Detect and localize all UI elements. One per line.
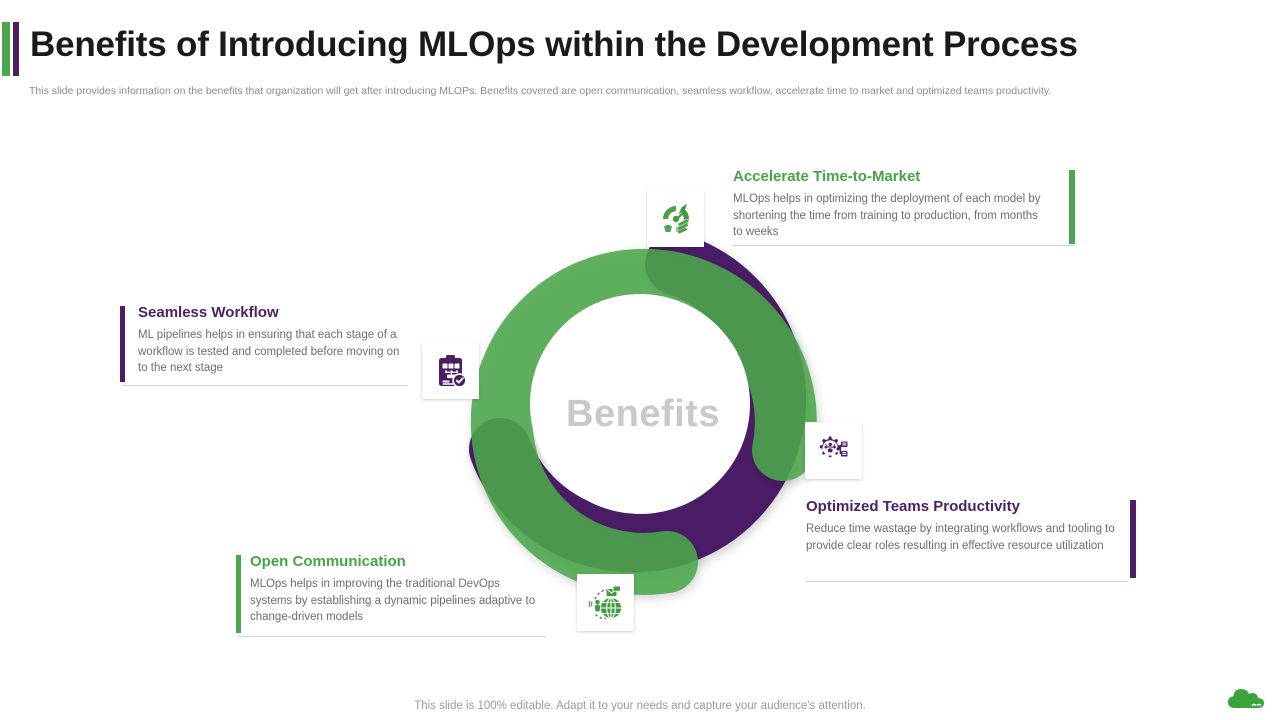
slide-subtitle: This slide provides information on the b… xyxy=(29,85,1052,97)
benefit-title-optimized: Optimized Teams Productivity xyxy=(806,498,1020,515)
footer-note: This slide is 100% editable. Adapt it to… xyxy=(414,700,866,712)
benefit-title-workflow: Seamless Workflow xyxy=(138,304,279,321)
title-accent-purple xyxy=(13,22,19,76)
divider-accelerate xyxy=(733,245,1075,246)
title-accent-bars xyxy=(2,22,19,76)
benefit-body-optimized: Reduce time wastage by integrating workf… xyxy=(806,523,1115,552)
benefit-body-accelerate: MLOps helps in optimizing the deployment… xyxy=(733,193,1041,238)
page-title: Benefits of Introducing MLOps within the… xyxy=(30,25,1078,64)
divider-workflow xyxy=(122,385,408,386)
accent-bar-open-communication xyxy=(236,555,241,633)
divider-optimized xyxy=(806,581,1128,582)
speedometer-rocket-icon xyxy=(647,190,704,247)
accent-bar-accelerate xyxy=(1069,170,1075,244)
title-accent-green xyxy=(2,22,10,76)
ring-inner-disc xyxy=(530,294,750,514)
accent-bar-optimized xyxy=(1130,500,1136,578)
benefit-body-workflow: ML pipelines helps in ensuring that each… xyxy=(138,329,400,374)
benefit-block-workflow[interactable]: Seamless Workflow ML pipelines helps in … xyxy=(120,304,410,396)
benefit-block-accelerate[interactable]: Accelerate Time-to-Market MLOps helps in… xyxy=(733,168,1081,258)
accent-bar-workflow xyxy=(120,306,125,382)
gear-team-network-icon xyxy=(805,422,862,479)
benefit-title-open-communication: Open Communication xyxy=(250,553,406,570)
green-cloud-logo xyxy=(1222,682,1270,714)
benefits-ring-diagram xyxy=(395,150,895,670)
benefit-title-accelerate: Accelerate Time-to-Market xyxy=(733,168,921,185)
benefit-block-optimized[interactable]: Optimized Teams Productivity Reduce time… xyxy=(806,498,1136,590)
benefit-body-open-communication: MLOps helps in improving the traditional… xyxy=(250,578,536,623)
benefit-block-open-communication[interactable]: Open Communication MLOps helps in improv… xyxy=(236,553,548,645)
divider-open-communication xyxy=(238,636,546,637)
globe-communication-icon xyxy=(577,574,634,631)
green-arc xyxy=(470,248,817,595)
clipboard-checklist-icon xyxy=(422,342,479,399)
